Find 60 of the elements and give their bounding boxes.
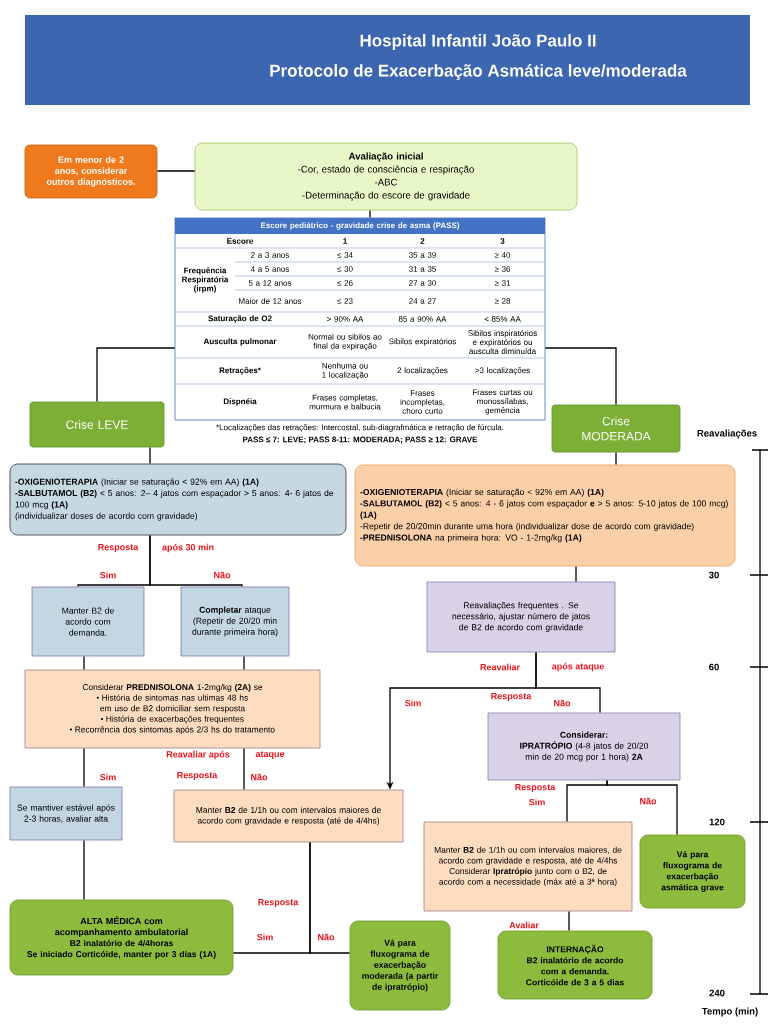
edge-label: Não — [316, 932, 336, 942]
axis-title: Reavaliações — [697, 429, 757, 439]
tick-label: 240 — [709, 989, 725, 997]
process-box: Completar ataque (Repetir de 20/20 min durante primeira hora) — [180, 586, 290, 657]
edge-label: Não — [638, 796, 658, 806]
connector — [96, 347, 176, 403]
tick-label: 60 — [709, 663, 719, 671]
outcome-box: Vá para fluxograma de exacerbação moderada (a partir de ipratrópio) — [349, 920, 451, 1011]
process-box: Considerar PREDNISOLONA 1-2mg/kg (2A) se História de sintomas nas ultimas 48 hs em uso de B2 domiciliar sem resposta História de exacerbações frequentes Recorrência dos sintomas após 2/3 hs do tratamento — [24, 669, 321, 749]
connector — [544, 347, 617, 406]
edge-label: Não — [249, 772, 269, 782]
connector — [535, 651, 601, 714]
tick-label: 120 — [709, 818, 725, 826]
connector — [149, 534, 243, 588]
flow-label: Resposta — [98, 543, 139, 553]
table-footnote: PASS ≤ 7: LEVE; PASS 8-11: MODERADA; PASS ≥ 12: GRAVE — [243, 436, 478, 444]
treatment-box: -OXIGENIOTERAPIA (Iniciar se saturação < 92% em AA) (1A) -SALBUTAMOL (B2) < 5 anos: 2– 4 jatos com espaçador > 5 anos: 4- 6 jatos de 100 mcg (1A) (individualizar doses de acordo com gravidade) — [9, 463, 347, 536]
connector — [83, 839, 85, 901]
outcome-box: Vá para fluxograma de exacerbação asmática grave — [639, 834, 746, 909]
axis-title: Tempo (min) — [701, 1007, 758, 1017]
process-box: Avaliação inicial -Cor, estado de consciência e respiração -ABC -Determinação do escore de gravidade — [194, 142, 578, 211]
severity-box: Crise LEVE — [29, 401, 165, 448]
process-box: Manter B2 de 1/1h ou com intervalos maiores de acordo com gravidade e resposta (até de 4/4hs) — [173, 789, 404, 843]
process-box: Considerar: IPRATRÓPIO (4-8 jatos de 20/20 min de 20 mcg por 1 hora) 2A — [487, 712, 681, 781]
connector — [615, 451, 617, 466]
process-box: Reavaliações frequentes . Se necessário, ajustar número de jatos de B2 de acordo com gravidade — [426, 581, 616, 653]
flow-label: Resposta — [491, 692, 532, 702]
connector — [606, 779, 678, 836]
connector — [309, 841, 351, 954]
flow-label: Reavaliar — [480, 663, 520, 671]
connector — [149, 446, 151, 465]
connector — [83, 655, 85, 671]
flow-label: Resposta — [258, 899, 299, 908]
flow-label: Resposta — [177, 772, 218, 781]
connector — [83, 747, 85, 788]
process-box: Manter B2 de acordo com demanda. — [31, 586, 145, 657]
edge-label: Sim — [98, 772, 118, 782]
edge-label: Sim — [403, 698, 423, 708]
connector — [575, 565, 577, 583]
treatment-box: -OXIGENIOTERAPIA (Iniciar se saturação < 92% em AA) (1A) -SALBUTAMOL (B2) < 5 anos: 4 - 6 jatos com espaçador e > 5 anos: 5-10 jatos de 100 mcg) (1A) -Repetir de 20/20min durante uma hora (individualizar dose de acordo com gravidade) -PREDNISOLONA na primeira hora: VO - 1-2mg/kg (1A) — [354, 464, 736, 567]
connector — [243, 747, 245, 791]
severity-box: Crise MODERADA — [551, 404, 681, 453]
header-banner: Hospital Infantil João Paulo II Protocolo de Exacerbação Asmática leve/moderada — [25, 15, 750, 105]
outcome-box: ALTA MÉDICA com acompanhamento ambulatorial B2 inalatório de 4/4horas Se iniciado Corticóide, manter por 3 dias (1A) — [9, 899, 234, 976]
note-box: Em menor de 2 anos, considerar outros diagnósticos. — [24, 144, 158, 199]
connector — [156, 170, 196, 172]
connector — [243, 655, 245, 671]
outcome-box: INTERNAÇÃO B2 inalatório de acordo com a demanda. Corticóide de 3 a 5 dias — [497, 930, 653, 1000]
edge-label: Não — [212, 570, 232, 580]
process-box: Se mantiver estável após 2-3 horas, avaliar alta — [9, 786, 123, 841]
edge-label: Avaliar — [508, 920, 540, 930]
connector — [568, 910, 570, 932]
connector — [369, 209, 371, 219]
edge-label: Não — [552, 698, 572, 708]
score-table: Escore pediátrico - gravidade crise de asma (PASS) Escore 1 2 3 Frequência Respiratória (irpm) 2 a 3 anos ≤ 34 35 a 39 ≥ 40 4 a 5 anos ≤ 30 31 a 35 ≥ 36 5 a 12 anos ≤ 26 27 a 30 ≥ 31 Maior de 12 anos ≤ 23 24 a 27 ≥ 28 Saturação de O2 > 90% AA 85 a 90% AA < 85% AA Ausculta pulmonar Normal ou sibilos ao final da expiração Sibilos expiratórios Sibilos inspiratórios e expiratórios ou ausculta diminuída Retrações* Nenhuma ou 1 localização 2 localizações >3 localizações Dispnéia Frases completas, murmura e balbucia Frases incompletas, choro curto Frases curtas ou monossílabas, gemência — [174, 217, 546, 421]
edge-label: Sim — [98, 570, 118, 580]
flow-label: após ataque — [552, 662, 604, 672]
process-box: Manter B2 de 1/1h ou com intervalos maiores, de acordo com gravidade e resposta, até de 4/4hs Considerar Ipratrópio junto com o B2, de acordo com a necessidade (máx até a 3ª hora) — [423, 821, 633, 912]
edge-label: Sim — [255, 932, 275, 942]
edge-label: Sim — [527, 797, 547, 807]
